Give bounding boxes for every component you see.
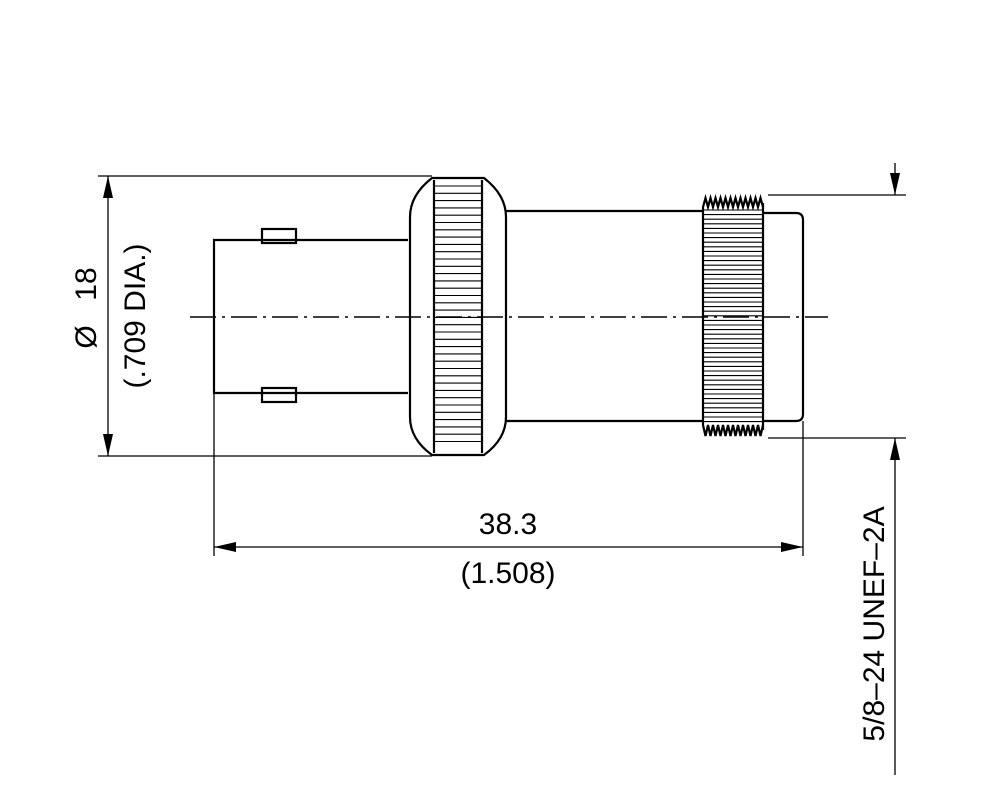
thread-dimension — [768, 163, 906, 775]
diameter-dimension — [98, 175, 432, 457]
diameter-symbol: Ø — [70, 325, 103, 348]
knurled-nut — [408, 176, 508, 457]
length-inch: (1.508) — [460, 557, 555, 590]
thread-spec: 5/8–24 UNEF–2A — [858, 506, 891, 741]
length-value: 38.3 — [479, 508, 537, 541]
front-cap — [763, 211, 805, 556]
diameter-inch: (.709 DIA.) — [119, 243, 152, 388]
bayonet-pin-top — [260, 227, 298, 245]
length-dimension — [214, 542, 803, 552]
connector-body — [506, 209, 703, 423]
bnc-plug-body — [212, 238, 408, 556]
bayonet-pin-bottom — [260, 386, 298, 404]
threaded-section — [701, 193, 765, 437]
diameter-value: 18 — [70, 267, 103, 300]
